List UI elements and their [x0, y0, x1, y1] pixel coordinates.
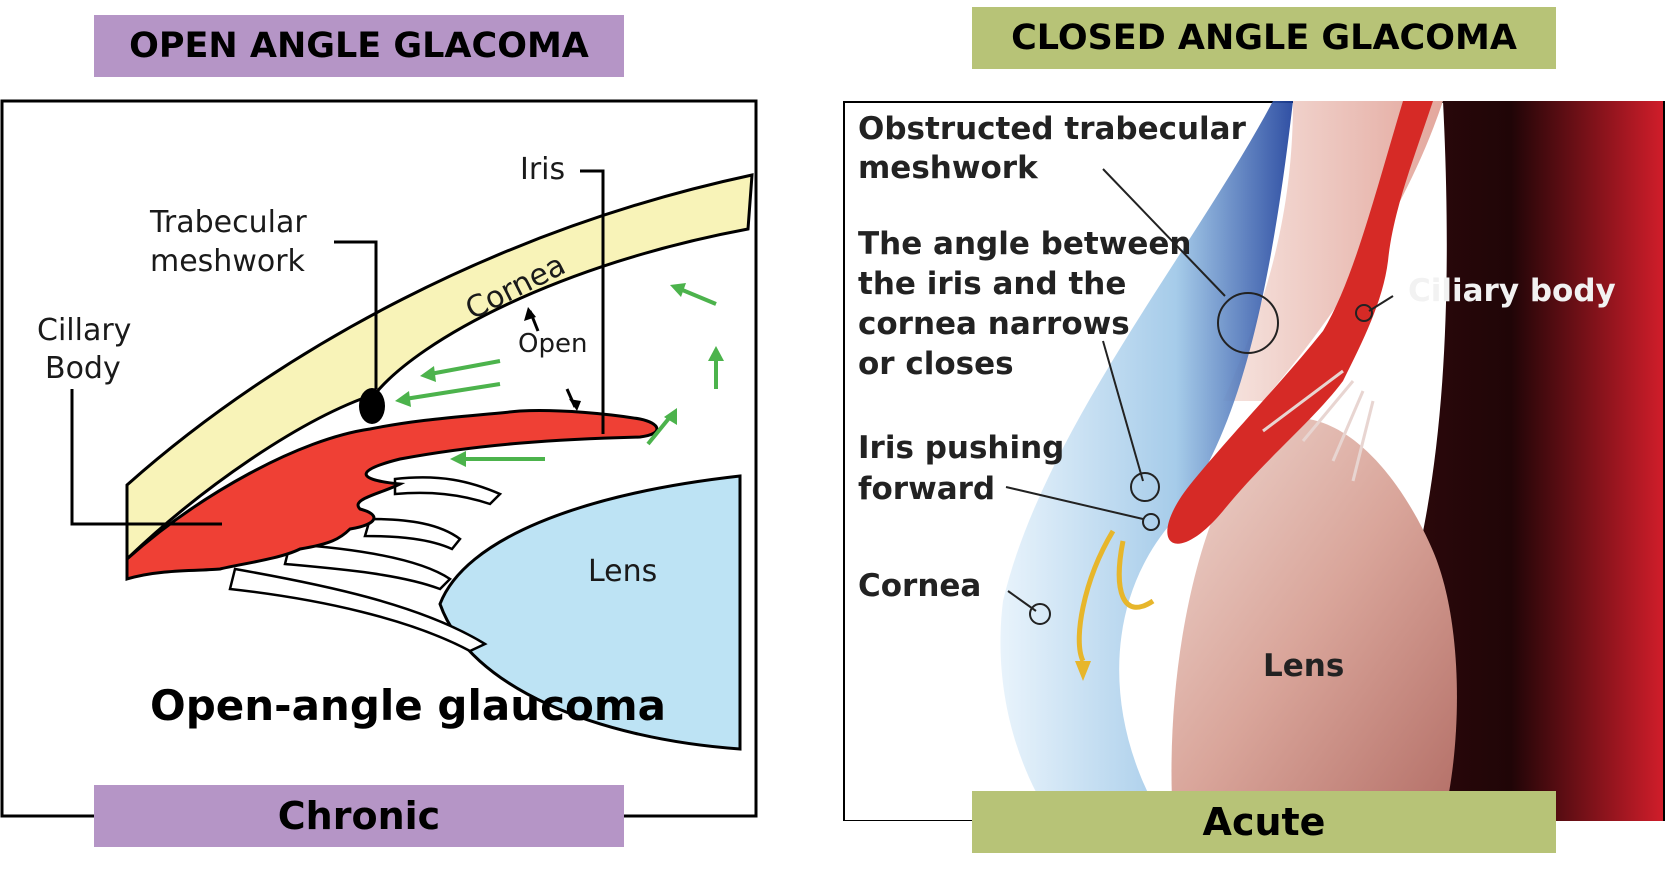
acute-footer: Acute — [972, 791, 1556, 853]
open-label: Open — [518, 329, 587, 359]
trabecular-meshwork-shape — [359, 388, 385, 424]
lens-label: Lens — [588, 554, 657, 589]
lens-shape — [438, 474, 742, 751]
trabecular-label-2: meshwork — [150, 244, 306, 279]
angle-narrow-label-3: cornea narrows — [858, 306, 1130, 342]
open-angle-header: OPEN ANGLE GLACOMA — [94, 15, 624, 77]
aqueous-flow-arrows — [395, 283, 724, 467]
angle-narrow-label-4: or closes — [858, 346, 1014, 382]
iris-label: Iris — [520, 152, 565, 187]
cillary-label-1: Cillary — [37, 313, 131, 348]
angle-narrow-label-1: The angle between — [858, 226, 1191, 262]
cornea-shape — [125, 173, 754, 563]
diagram-caption: Open-angle glaucoma — [150, 681, 666, 730]
closed-angle-diagram: Obstructed trabecular meshwork The angle… — [843, 101, 1666, 822]
closed-lens-label: Lens — [1263, 648, 1344, 684]
obstructed-label-1: Obstructed trabecular — [858, 111, 1247, 147]
angle-narrow-label-2: the iris and the — [858, 266, 1126, 302]
flow-arrow — [1076, 529, 1116, 663]
cornea-arc — [1000, 101, 1293, 821]
iris-pushing-label-2: forward — [858, 471, 995, 507]
trabecular-label-1: Trabecular — [149, 205, 307, 240]
cillary-leader — [70, 389, 222, 526]
chronic-footer: Chronic — [94, 785, 624, 847]
ciliary-iris-shape — [125, 409, 659, 582]
iris-pushing-label-1: Iris pushing — [858, 430, 1064, 466]
zonule-fibers — [228, 476, 503, 653]
closed-angle-header: CLOSED ANGLE GLACOMA — [972, 7, 1556, 69]
trabecular-leader — [334, 240, 378, 389]
obstructed-label-2: meshwork — [858, 150, 1039, 186]
closed-lens-shape — [1171, 417, 1457, 821]
iris-leader — [580, 169, 605, 434]
closed-iris-shape — [1167, 101, 1433, 544]
open-angle-diagram: Iris Trabecular meshwork Cillary Body Co… — [0, 99, 760, 819]
closed-cornea-label: Cornea — [858, 568, 981, 604]
ciliary-body-label: Ciliary body — [1408, 273, 1616, 309]
cillary-label-2: Body — [45, 351, 121, 386]
